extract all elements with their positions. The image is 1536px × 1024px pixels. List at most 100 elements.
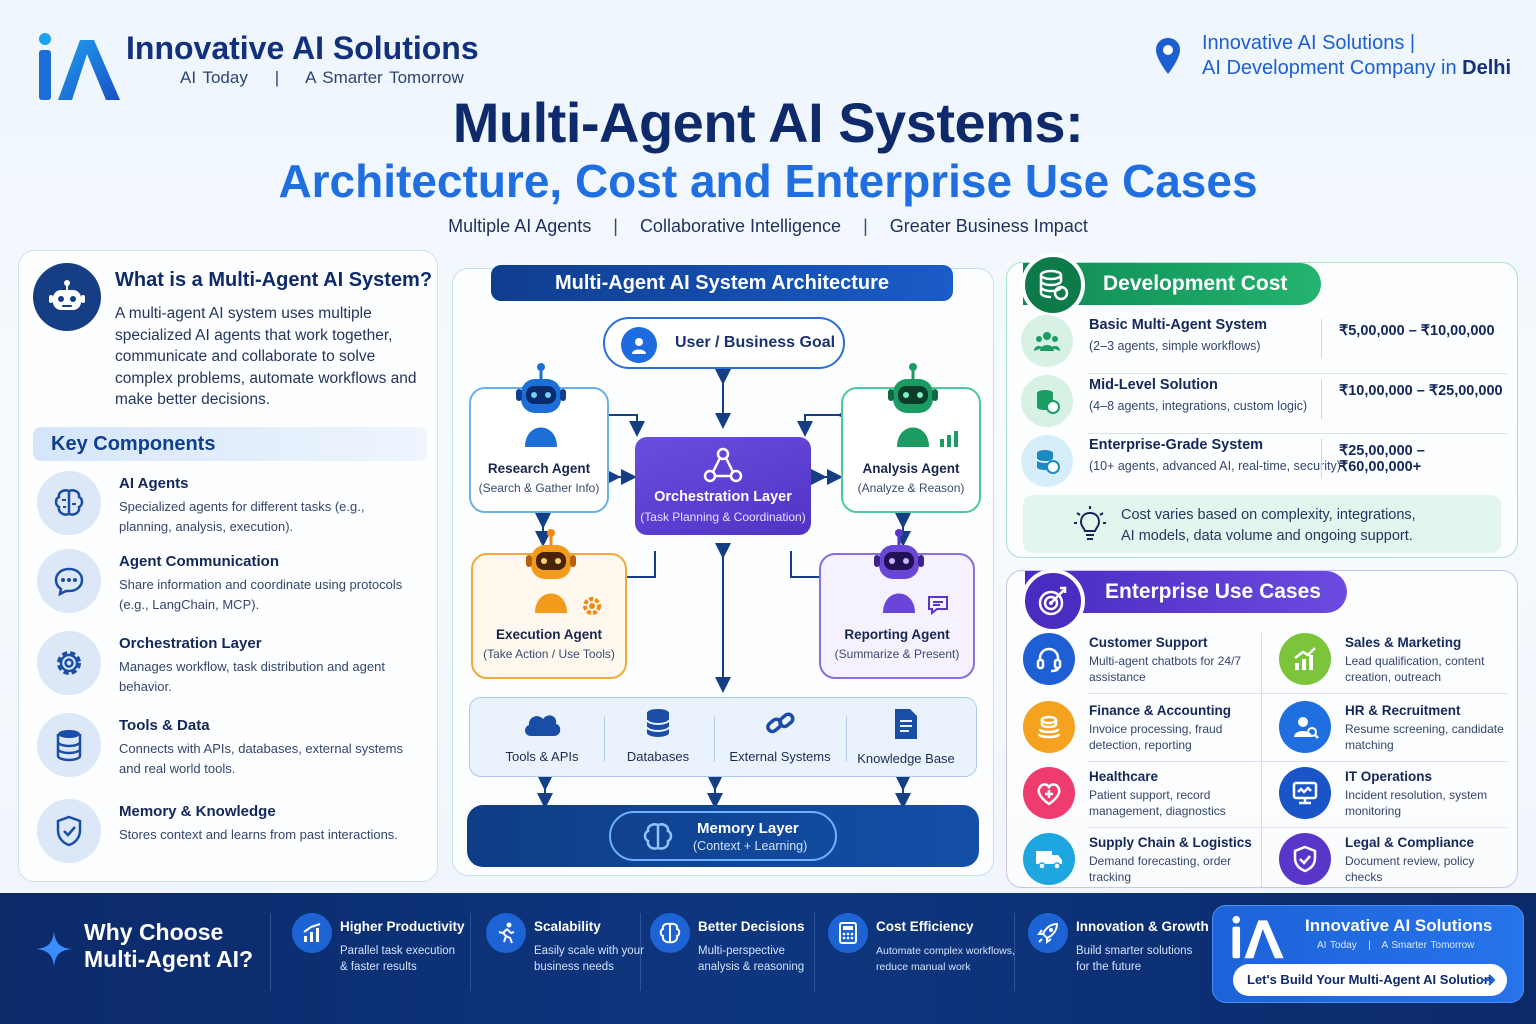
benefit-title: Cost Efficiency <box>876 919 974 934</box>
use-case-desc: Demand forecasting, order tracking <box>1089 854 1232 884</box>
use-case-desc: Document review, policy checks <box>1345 854 1475 884</box>
sparkle-icon <box>36 931 72 967</box>
component-title: AI Agents <box>119 475 189 492</box>
user-goal-label: User / Business Goal <box>675 334 836 351</box>
use-case-title: Sales & Marketing <box>1345 635 1462 650</box>
research-agent-node: Research Agent (Search & Gather Info) <box>469 363 609 513</box>
benefit-desc: Parallel task execution & faster results <box>340 945 456 973</box>
cost-row-basic: Basic Multi-Agent System (2–3 agents, si… <box>1021 313 1507 369</box>
subtitle-item: Greater Business Impact <box>889 216 1088 236</box>
use-case-desc: Lead qualification, content creation, ou… <box>1345 654 1485 684</box>
component-desc: Connects with APIs, databases, external … <box>119 741 403 776</box>
orchestration-label: Orchestration Layer <box>654 489 792 505</box>
tools-apis-item: Tools & APIs <box>482 708 602 764</box>
why-choose-bar: Why Choose Multi-Agent AI? Higher Produc… <box>0 893 1536 1024</box>
use-case-title: IT Operations <box>1345 769 1433 784</box>
arrow-right-icon <box>1482 974 1496 986</box>
what-is-panel: What is a Multi-Agent AI System? A multi… <box>18 250 438 882</box>
brand-name: Innovative AI Solutions <box>126 30 479 66</box>
green-robot-icon <box>888 363 938 447</box>
use-case-healthcare: Healthcare Patient support, record manag… <box>1023 763 1263 827</box>
headset-icon <box>1023 633 1075 685</box>
use-case-title: Healthcare <box>1089 769 1159 784</box>
rocket-icon <box>1028 913 1068 953</box>
person-search-icon <box>1279 701 1331 753</box>
analysis-agent-node: Analysis Agent (Analyze & Reason) <box>841 363 981 513</box>
benefit-productivity: Higher Productivity Parallel task execut… <box>292 909 482 999</box>
cost-row-enterprise: Enterprise-Grade System (10+ agents, adv… <box>1021 433 1507 489</box>
component-desc: Stores context and learns from past inte… <box>119 827 398 842</box>
why-title: Why Choose Multi-Agent AI? <box>84 919 254 972</box>
architecture-title: Multi-Agent AI System Architecture <box>491 265 953 301</box>
subtitle-item: Multiple AI Agents <box>448 216 592 236</box>
key-components-title: Key Components <box>51 433 216 455</box>
use-case-title: Customer Support <box>1089 635 1208 650</box>
monitor-icon <box>1279 767 1331 819</box>
benefit-desc: Easily scale with your business needs <box>534 945 644 973</box>
brain-icon <box>643 823 673 850</box>
growth-chart-icon <box>1279 633 1331 685</box>
tools-layer: Tools & APIs Databases External Systems … <box>469 697 977 777</box>
use-case-desc: Multi-agent chatbots for 24/7 assistance <box>1089 654 1242 684</box>
network-icon <box>703 447 743 483</box>
component-title: Memory & Knowledge <box>119 803 276 820</box>
component-agent-communication: Agent Communication Share information an… <box>37 549 427 619</box>
bar-chart-icon <box>940 431 958 447</box>
databases-item: Databases <box>598 708 718 764</box>
purple-robot-icon <box>874 529 924 613</box>
use-case-finance: Finance & Accounting Invoice processing,… <box>1023 697 1263 761</box>
subtitle-item: Collaborative Intelligence <box>639 216 842 236</box>
orchestration-sub: (Task Planning & Coordination) <box>640 510 806 524</box>
chat-icon <box>37 549 101 613</box>
cost-tier-desc: (10+ agents, advanced AI, real-time, sec… <box>1089 459 1341 473</box>
cost-tier-title: Basic Multi-Agent System <box>1089 317 1268 333</box>
component-desc: Manages workflow, task distribution and … <box>119 659 385 694</box>
tool-label: Databases <box>626 749 690 764</box>
execution-agent-node: Execution Agent (Take Action / Use Tools… <box>471 529 627 679</box>
truck-icon <box>1023 833 1075 885</box>
tool-label: Knowledge Base <box>857 751 955 766</box>
reporting-agent-sub: (Summarize & Present) <box>834 647 960 661</box>
shield-icon <box>37 799 101 863</box>
development-cost-panel: Development Cost Basic Multi-Agent Syste… <box>1006 253 1518 558</box>
benefit-desc: Automate complex workflows, reduce manua… <box>876 945 1015 973</box>
benefit-title: Higher Productivity <box>340 919 465 934</box>
architecture-connectors <box>535 369 911 809</box>
benefit-innovation: Innovation & Growth Build smarter soluti… <box>1028 909 1218 999</box>
chart-up-icon <box>292 913 332 953</box>
link-icon <box>766 712 795 734</box>
robot-icon <box>33 263 101 331</box>
blue-robot-icon <box>516 363 566 447</box>
target-icon <box>1021 569 1085 633</box>
subtitle-separator: | <box>863 216 868 236</box>
benefit-decisions: Better Decisions Multi-perspective analy… <box>650 909 840 999</box>
what-title: What is a Multi-Agent AI System? <box>115 269 433 291</box>
memory-layer-pill: Memory Layer (Context + Learning) <box>609 811 837 861</box>
subtitle-separator: | <box>613 216 618 236</box>
gear-icon <box>583 597 601 615</box>
external-systems-item: External Systems <box>720 708 840 764</box>
analysis-agent-sub: (Analyze & Reason) <box>857 481 965 495</box>
use-case-it-operations: IT Operations Incident resolution, syste… <box>1279 763 1519 827</box>
coins-stack-icon <box>1021 253 1085 317</box>
medical-cross-icon <box>1023 767 1075 819</box>
cost-tier-desc: (2–3 agents, simple workflows) <box>1089 339 1261 353</box>
document-icon <box>895 709 917 739</box>
subtitle: Multiple AI Agents | Collaborative Intelli… <box>0 216 1536 237</box>
database-coin-icon <box>1021 375 1073 427</box>
execution-agent-sub: (Take Action / Use Tools) <box>483 647 615 661</box>
enterprise-use-cases-panel: Enterprise Use Cases Customer Support Mu… <box>1006 569 1519 888</box>
location-pin-icon <box>1156 38 1180 74</box>
user-goal-node: User / Business Goal <box>603 317 845 369</box>
database-icon <box>646 709 670 737</box>
build-solution-button[interactable]: Let's Build Your Multi-Agent AI Solution <box>1233 964 1507 996</box>
cost-tier-title: Mid-Level Solution <box>1089 377 1218 393</box>
database-icon <box>37 713 101 777</box>
use-case-sales-marketing: Sales & Marketing Lead qualification, co… <box>1279 629 1519 693</box>
cloud-icon <box>525 715 561 736</box>
use-case-desc: Resume screening, candidate matching <box>1345 722 1504 752</box>
use-case-hr: HR & Recruitment Resume screening, candi… <box>1279 697 1519 761</box>
use-case-title: Legal & Compliance <box>1345 835 1475 850</box>
key-components-header: Key Components <box>33 427 427 461</box>
lightbulb-icon <box>1074 506 1106 540</box>
